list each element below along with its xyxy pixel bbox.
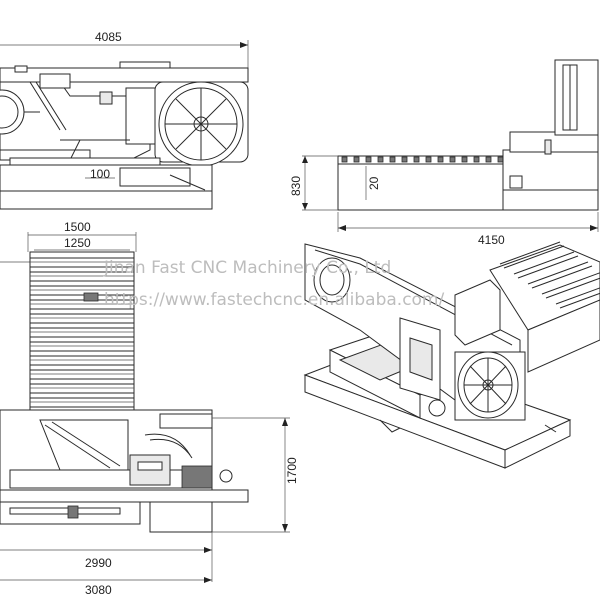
dim-top-offset: 100 <box>90 167 110 181</box>
dim-side-length: 4150 <box>478 233 505 247</box>
conveyor-roller-end <box>377 156 384 163</box>
plan-roller <box>29 369 135 380</box>
conveyor-roller-end <box>365 156 372 163</box>
iso-roller <box>555 287 600 305</box>
watermark-company: Jinan Fast CNC Machinery Co., Ltd <box>103 258 391 278</box>
plan-roller <box>29 299 135 310</box>
dim-top-width: 4085 <box>95 30 122 44</box>
conveyor-roller-end <box>485 156 492 163</box>
dim-plan-overall-width: 3080 <box>85 583 112 597</box>
plan-roller <box>29 313 135 324</box>
dim-plan-outer-width: 1500 <box>64 220 91 234</box>
plan-view: 1500 1250 1700 <box>0 220 299 597</box>
plan-roller <box>29 397 135 408</box>
iso-roller-edge <box>545 277 600 299</box>
conveyor-roller-end <box>389 156 396 163</box>
dim-side-small: 20 <box>367 176 381 190</box>
plan-roller <box>29 327 135 338</box>
iso-roller <box>541 272 600 295</box>
dim-side-height: 830 <box>289 176 303 196</box>
iso-roller <box>513 251 575 275</box>
conveyor-roller-end <box>449 156 456 163</box>
conveyor-roller-end <box>437 156 444 163</box>
plan-roller <box>29 355 135 366</box>
iso-roller-edge <box>517 255 579 279</box>
dim-plan-base-width: 2990 <box>85 556 112 570</box>
plan-roller <box>29 257 135 268</box>
iso-roller-edge <box>531 265 593 289</box>
plan-roller <box>29 285 135 296</box>
conveyor-roller-end <box>425 156 432 163</box>
plan-roller <box>29 271 135 282</box>
dim-plan-inner-width: 1250 <box>64 236 91 250</box>
iso-roller <box>527 261 589 285</box>
conveyor-roller-end <box>401 156 408 163</box>
isometric-view <box>303 241 600 469</box>
iso-roller-edge <box>559 292 600 309</box>
iso-roller <box>499 241 561 265</box>
conveyor-roller-end <box>461 156 468 163</box>
conveyor-roller-end <box>341 156 348 163</box>
conveyor-roller-end <box>353 156 360 163</box>
front-elevation-view: 4085 100 <box>0 30 249 210</box>
side-elevation-view: 830 20 4150 <box>289 59 599 247</box>
conveyor-roller-end <box>497 156 504 163</box>
plan-roller <box>29 341 135 352</box>
conveyor-roller-end <box>413 156 420 163</box>
watermark-url: https://www.fastechcnc.en.alibaba.com/ <box>104 290 444 310</box>
iso-roller-edge <box>503 245 565 269</box>
dim-plan-height: 1700 <box>285 457 299 484</box>
conveyor-roller-end <box>473 156 480 163</box>
plan-roller <box>29 383 135 394</box>
